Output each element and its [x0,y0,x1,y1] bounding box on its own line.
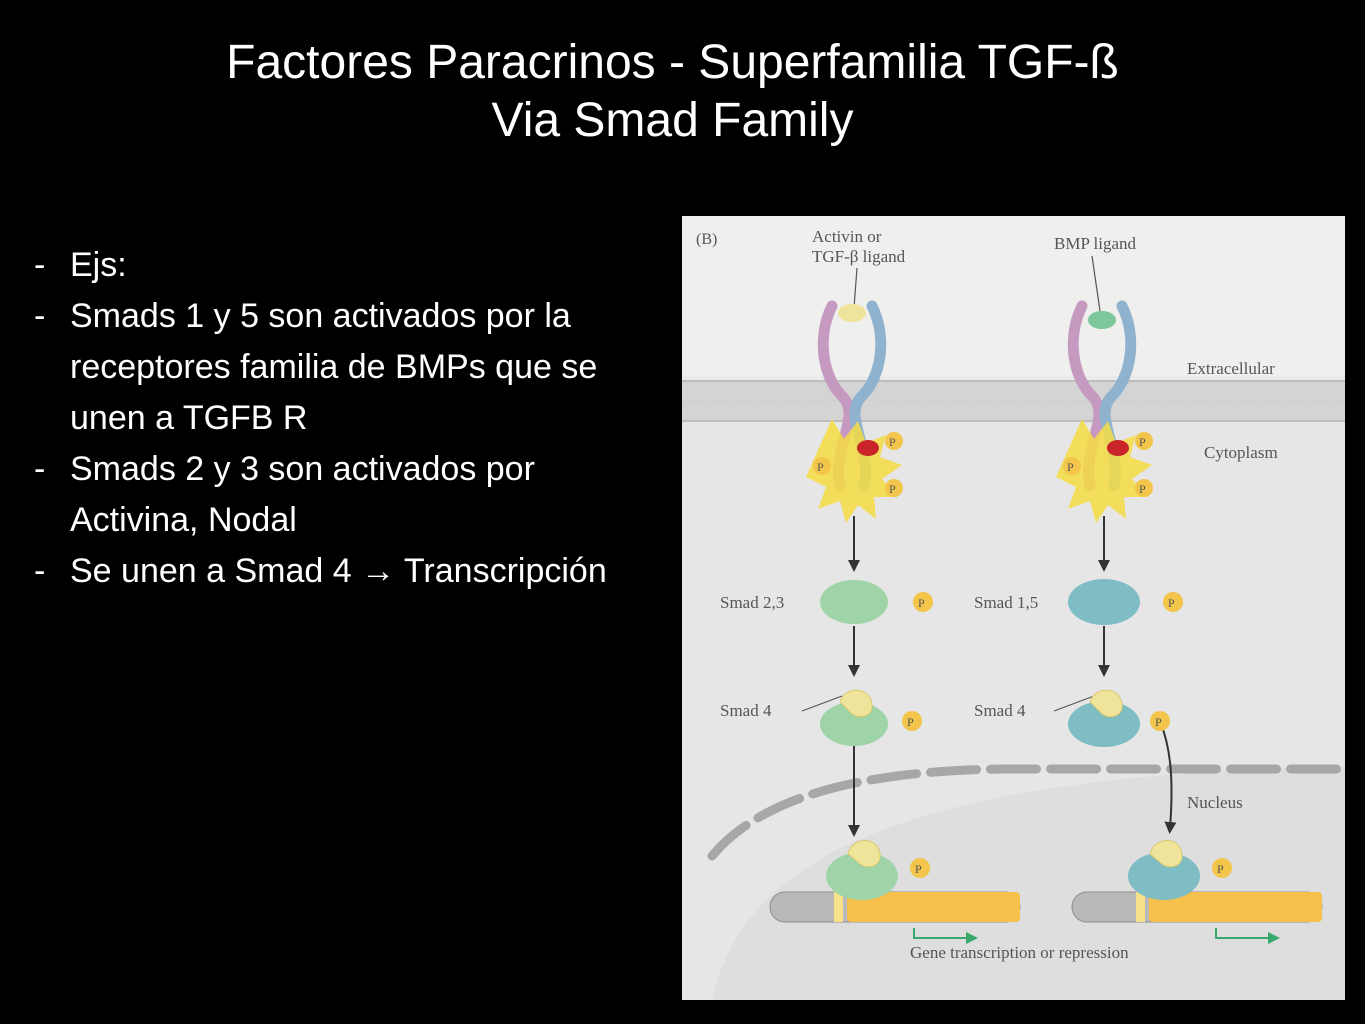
gene-transcription-label: Gene transcription or repression [910,943,1129,962]
right-receptor-complex: P P P [1056,300,1153,523]
smad15-label: Smad 1,5 [974,593,1038,612]
svg-text:P: P [1067,460,1074,474]
panel-label: (B) [696,231,717,248]
nucleus-label: Nucleus [1187,793,1243,812]
svg-text:P: P [1139,435,1146,449]
phospho-icon [885,479,903,497]
phospho-icon [1150,711,1170,731]
smad23-label: Smad 2,3 [720,593,784,612]
phospho-icon [902,711,922,731]
svg-text:P: P [889,482,896,496]
smad15-protein [1068,579,1140,625]
bullet-item: Smads 2 y 3 son activados por Activina, … [30,444,670,546]
smad4-label-left: Smad 4 [720,701,772,720]
right-ligand-label: BMP ligand [1054,234,1137,253]
bullet-item: Smads 1 y 5 son activados por la recepto… [30,291,670,444]
extracellular-region [682,216,1345,376]
bullet-item: Se unen a Smad 4 → Transcripción [30,546,670,597]
phospho-icon [885,432,903,450]
svg-text:P: P [915,862,922,876]
tgfb-ligand [838,304,866,322]
phospho-icon [1163,592,1183,612]
left-dna-complex: P [769,840,1021,923]
transcription-arrow [1215,928,1280,944]
svg-text:P: P [918,596,925,610]
transcription-arrow [913,928,978,944]
right-dna-complex: P [1071,840,1323,923]
phospho-icon [910,858,930,878]
phospho-icon [1063,457,1081,475]
gene-region [1149,892,1322,922]
slide-title: Factores Paracrinos - Superfamilia TGF-ß… [0,34,1345,150]
extracellular-label: Extracellular [1187,359,1275,378]
smad15-smad4-complex [1068,701,1140,747]
svg-text:P: P [1139,482,1146,496]
smad-pathway-figure: (B) Activin or TGF-β ligand BMP ligand E… [682,216,1345,1000]
smad-pathway-diagram: (B) Activin or TGF-β ligand BMP ligand E… [682,216,1345,1000]
bullet-list: Ejs: Smads 1 y 5 son activados por la re… [30,240,670,597]
svg-text:P: P [907,715,914,729]
svg-text:P: P [817,460,824,474]
nucleus-region [712,766,1345,1000]
svg-text:P: P [1217,862,1224,876]
left-receptor-complex: P P P [806,300,903,523]
bmp-ligand [1088,311,1116,329]
svg-text:P: P [1155,715,1162,729]
phospho-icon [913,592,933,612]
smad23-protein [820,580,888,624]
smad23-smad4-complex [820,702,888,746]
svg-text:P: P [1168,596,1175,610]
phospho-icon [1135,479,1153,497]
nuclear-envelope [707,764,1345,861]
bullet-item: Ejs: [30,240,670,291]
left-ligand-label-1: Activin or [812,227,882,246]
cytoplasm-label: Cytoplasm [1204,443,1278,462]
gene-region [847,892,1020,922]
phospho-icon [1212,858,1232,878]
phospho-icon [813,457,831,475]
title-line-1: Factores Paracrinos - Superfamilia TGF-ß [226,36,1119,89]
smad4-label-right: Smad 4 [974,701,1026,720]
title-line-2: Via Smad Family [491,94,854,147]
left-ligand-label-2: TGF-β ligand [812,247,906,266]
phospho-icon [1135,432,1153,450]
svg-text:P: P [889,435,896,449]
